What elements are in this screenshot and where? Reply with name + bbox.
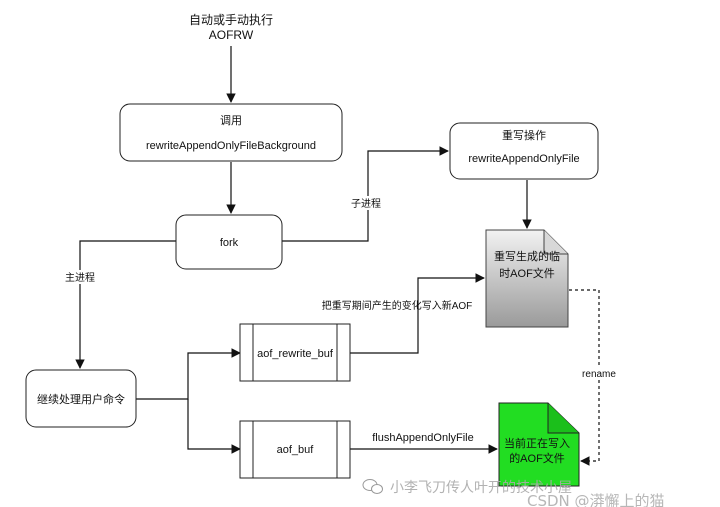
label-child-process: 子进程 [351, 198, 381, 210]
start-line1: 自动或手动执行 [189, 13, 273, 27]
label-flush: flushAppendOnlyFile [372, 432, 474, 444]
rewrite-box-line1: 重写操作 [502, 128, 546, 142]
watermark-line1: 小李飞刀传人叶开的技术小屋 [390, 480, 572, 496]
start-line2: AOFRW [209, 28, 254, 42]
rewrite-box: 重写操作 rewriteAppendOnlyFile [449, 122, 599, 180]
call-box-line2: rewriteAppendOnlyFileBackground [146, 140, 316, 152]
temp-aof-file: 重写生成的临 时AOF文件 [485, 229, 569, 328]
fork-box-label: fork [220, 237, 239, 249]
wechat-icon [362, 479, 383, 494]
call-box-line1: 调用 [220, 114, 242, 127]
label-write-changes: 把重写期间产生的变化写入新AOF [322, 299, 473, 312]
label-main-process: 主进程 [65, 272, 95, 284]
aof-rewrite-buf-box: aof_rewrite_buf [239, 323, 351, 382]
edge-labels: 子进程 主进程 把重写期间产生的变化写入新AOF flushAppendOnly… [60, 196, 626, 444]
edge-fork-to-continue [75, 240, 176, 369]
continue-box-label: 继续处理用户命令 [37, 392, 125, 406]
call-box: 调用 rewriteAppendOnlyFileBackground [119, 103, 343, 162]
watermark: 小李飞刀传人叶开的技术小屋 CSDN @漭懈上的猫 [362, 479, 665, 507]
aof-rewrite-buf-label: aof_rewrite_buf [257, 348, 334, 360]
temp-file-line1: 重写生成的临 [494, 249, 560, 263]
edge-continue-to-buffers [136, 348, 241, 400]
current-file-line2: 的AOF文件 [509, 451, 565, 465]
label-rename: rename [582, 369, 616, 380]
aof-buf-box: aof_buf [239, 420, 351, 479]
start-label: 自动或手动执行 AOFRW [189, 13, 273, 42]
edge-rewritebuf-to-tempfile [350, 273, 485, 354]
temp-file-line2: 时AOF文件 [499, 266, 555, 280]
watermark-line2: CSDN @漭懈上的猫 [527, 492, 665, 507]
continue-box: 继续处理用户命令 [25, 369, 137, 428]
current-aof-file: 当前正在写入 的AOF文件 [498, 402, 580, 487]
aof-buf-label: aof_buf [277, 444, 315, 456]
rewrite-box-line2: rewriteAppendOnlyFile [468, 153, 579, 165]
edge-continue-to-aofbuf [187, 399, 241, 454]
fork-box: fork [175, 214, 283, 270]
current-file-line1: 当前正在写入 [504, 436, 570, 450]
